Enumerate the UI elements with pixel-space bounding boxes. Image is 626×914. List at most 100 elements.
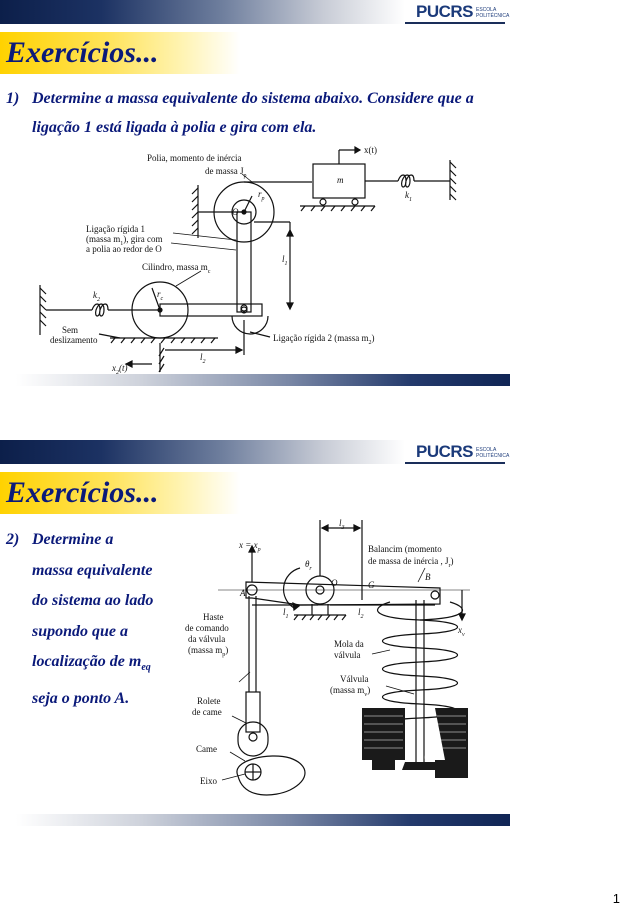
slide-title: Exercícios...	[6, 476, 159, 509]
label-m: m	[337, 175, 344, 185]
label-x2-end: (t)	[119, 363, 128, 373]
label-mola-1: Mola da	[334, 639, 364, 649]
label-ligacao2: Ligação rígida 2 (massa m2)	[273, 333, 374, 346]
question-number: 1)	[6, 90, 20, 107]
label-cilindro-sub: c	[208, 269, 211, 275]
valve-stem	[415, 600, 425, 762]
wall-left-bottom	[39, 285, 47, 335]
label-l3-text: l	[339, 518, 342, 528]
l2-dimension	[124, 320, 245, 373]
logo-sub-2: POLITÉCNICA	[476, 13, 510, 19]
label-l1: l1	[282, 254, 288, 267]
label-polia-2: de massa Jp	[205, 166, 247, 179]
label-rolete-1: Rolete	[197, 696, 221, 706]
spring-k2	[46, 303, 158, 317]
header-rule	[405, 22, 505, 24]
label-came: Came	[196, 744, 217, 754]
label-k1-sub: 1	[409, 197, 412, 203]
question-line-5-text: localização de m	[32, 653, 142, 670]
label-l2-sub: 2	[361, 614, 364, 620]
label-xv-text: x	[457, 625, 462, 635]
pulley-system-figure: Polia, momento de inércia de massa Jp x(…	[39, 145, 457, 376]
label-ligacao1-b: (massa m1), gira com	[86, 234, 162, 247]
label-polia-2-sub: p	[244, 173, 247, 179]
label-l2-text: l	[358, 607, 361, 617]
label-G: G	[368, 580, 375, 590]
label-valvula-2-end: )	[367, 685, 370, 695]
label-balancim-1: Balancim (momento	[368, 544, 442, 554]
cylinder-head	[362, 708, 468, 778]
label-ligacao1-c: a polia ao redor de O	[86, 244, 162, 254]
label-xv-sub: v	[462, 632, 465, 638]
valve-mechanism-figure: x = xp l3 Balancim (momento de massa de …	[185, 518, 470, 796]
label-valvula-2-sub: v	[364, 692, 367, 698]
question-2: 2) Determine a massa equivalente do sist…	[6, 525, 176, 714]
question-line-4: supondo que a	[32, 622, 129, 640]
slide-title: Exercícios...	[6, 36, 159, 69]
l1-dimension	[286, 228, 294, 311]
label-deslizamento: deslizamento	[50, 335, 98, 345]
label-ligacao2-end: )	[371, 333, 374, 343]
label-mola-2: válvula	[334, 650, 361, 660]
label-sem: Sem	[62, 325, 78, 335]
label-xxp-text: x = x	[238, 540, 258, 550]
label-balancim-2-text: de massa de inércia , J	[368, 556, 449, 566]
logo-sub-1: ESCOLA	[476, 7, 497, 13]
page-number: 1	[612, 891, 620, 906]
label-l2-sub: 2	[203, 359, 206, 365]
label-haste-1: Haste	[203, 612, 224, 622]
label-xv: xv	[457, 625, 465, 638]
question-1: 1) Determine a massa equivalente do sist…	[6, 84, 511, 142]
label-l3: l3	[339, 518, 345, 531]
label-l2: l2	[358, 607, 364, 620]
logo-main: PUCRS	[416, 2, 474, 21]
label-k2: k2	[93, 290, 100, 303]
label-xxp: x = xp	[238, 540, 261, 553]
label-xxp-sub: p	[257, 547, 261, 553]
label-l1-text: l	[282, 254, 285, 264]
footer-gradient-bar	[16, 814, 510, 826]
logo-sub-2: POLITÉCNICA	[476, 453, 510, 459]
label-rp: rp	[258, 189, 265, 202]
meq-subscript: eq	[141, 662, 151, 674]
label-valvula-2: (massa mv)	[330, 685, 370, 698]
label-l1-sub: 1	[286, 614, 289, 620]
label-ligacao1-b-text: (massa m	[86, 234, 120, 244]
label-theta-sub: r	[309, 566, 312, 572]
label-l3-sub: 3	[341, 525, 345, 531]
label-x2: x2(t)	[111, 363, 128, 376]
label-l1-sub: 1	[285, 261, 288, 267]
label-B: B	[425, 572, 431, 582]
spring-k1	[365, 160, 457, 201]
label-xt: x(t)	[364, 145, 377, 155]
label-A: A	[239, 588, 246, 598]
label-ligacao1-b-sub: 1	[120, 241, 123, 247]
label-balancim-2-end: )	[450, 556, 453, 566]
question-line-2: massa equivalente	[32, 561, 153, 579]
label-haste-2: de comando	[185, 623, 229, 633]
label-k2-sub: 2	[97, 297, 100, 303]
question-number: 2)	[6, 531, 20, 548]
label-rc-text: r	[157, 289, 161, 299]
label-theta: θr	[305, 559, 312, 572]
header-rule	[405, 462, 505, 464]
label-ligacao1-a: Ligação rígida 1	[86, 224, 145, 234]
label-O: O	[331, 578, 338, 588]
label-haste-4-text: (massa m	[188, 645, 222, 655]
label-ligacao1-b-end: ), gira com	[123, 234, 162, 244]
pivot-support	[293, 604, 347, 621]
question-line-3: do sistema ao lado	[32, 592, 154, 609]
pulley	[198, 181, 312, 243]
label-balancim-2: de massa de inércia , Jr)	[368, 556, 453, 569]
footer-gradient-bar	[16, 374, 510, 386]
label-polia-2-text: de massa J	[205, 166, 244, 176]
leader-lines	[170, 173, 253, 287]
question-line-1: Determine a	[32, 531, 114, 548]
label-k1-text: k	[405, 190, 410, 200]
logo-main: PUCRS	[416, 442, 474, 461]
cam	[236, 755, 306, 796]
label-rp-sub: p	[261, 196, 265, 202]
